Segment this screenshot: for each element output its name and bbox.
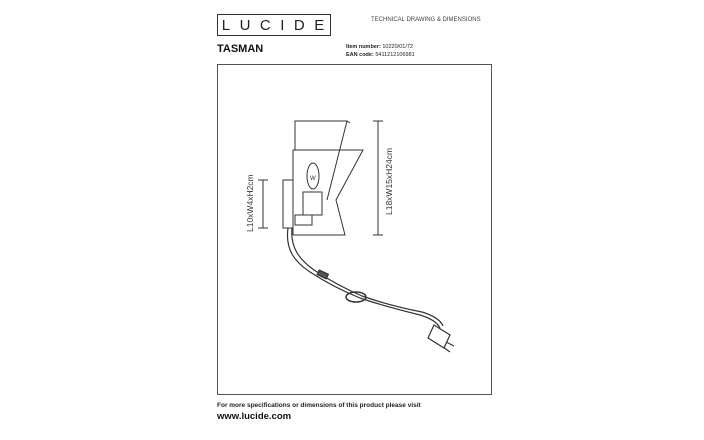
lamp-shade xyxy=(292,120,364,236)
lamp-dimensions: L18xW15xH24cm xyxy=(384,148,394,215)
dimension-lines xyxy=(258,120,383,236)
item-number-label: Item number: xyxy=(346,44,381,50)
base-dimensions: L10xW4xH2cm xyxy=(245,174,255,232)
wall-plate xyxy=(282,179,294,229)
bulb-label: W xyxy=(310,176,316,182)
ean-label: EAN code: xyxy=(346,52,374,58)
bulb xyxy=(306,162,320,190)
product-info: Item number: 10220/01/72 EAN code: 54112… xyxy=(346,43,415,59)
ean-code: 5411212106981 xyxy=(375,52,415,58)
bulb-socket xyxy=(302,191,323,216)
section-heading: TECHNICAL DRAWING & DIMENSIONS xyxy=(371,17,481,23)
product-name: TASMAN xyxy=(217,43,264,55)
item-number: 10220/01/72 xyxy=(382,44,413,50)
power-cable xyxy=(286,227,455,353)
drawing-frame xyxy=(217,64,492,395)
footer-note: For more specifications or dimensions of… xyxy=(217,402,421,409)
website-link[interactable]: www.lucide.com xyxy=(217,411,292,422)
